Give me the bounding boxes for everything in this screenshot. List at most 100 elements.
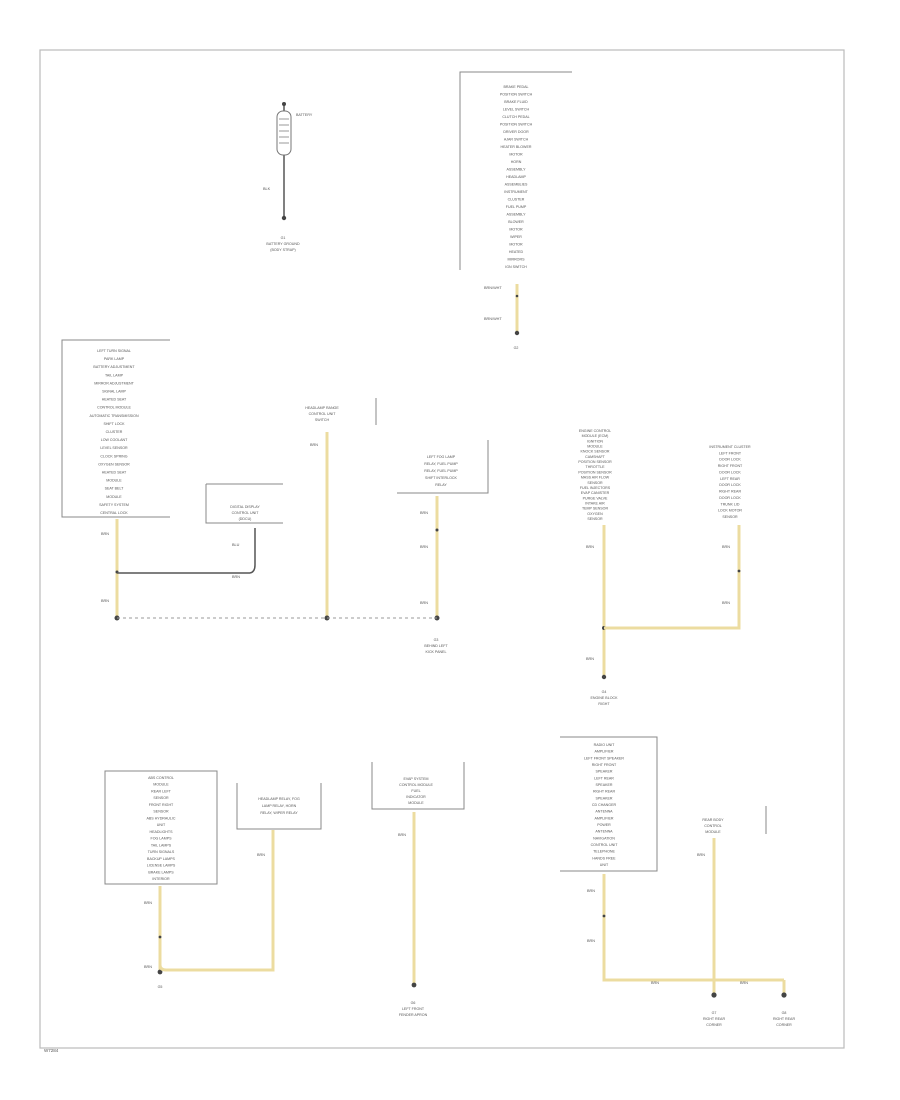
- list-left-line: PARK LAMP: [104, 357, 125, 361]
- list-g2-line: FUEL PUMP: [506, 205, 527, 209]
- list-g2-line: INSTRUMENT: [504, 190, 528, 194]
- list-br-line: SPEAKER: [596, 796, 613, 800]
- ddcu-line-1: DIGITAL DISPLAY: [230, 505, 260, 509]
- g7-detail: CORNER: [706, 1023, 722, 1027]
- list-cluster-line: RIGHT REAR: [719, 490, 742, 494]
- g8-label: G8: [782, 1011, 787, 1015]
- list-cluster-line: DOOR LOCK: [719, 483, 741, 487]
- list-left-line: HEATED SEAT: [102, 398, 127, 402]
- list-bl-line: BACKUP LAMPS: [147, 857, 175, 861]
- list-engine-line: SENSOR: [587, 517, 603, 521]
- evap-wire: BRN: [398, 833, 406, 837]
- relay-line-5: RELAY: [435, 483, 447, 487]
- list-br-line: RIGHT FRONT: [592, 763, 617, 767]
- list-left-line: AUTOMATIC TRANSMISSION: [89, 414, 139, 418]
- list-engine-line: IGNITION: [587, 439, 603, 443]
- list-engine-line: ENGINE CONTROL: [579, 429, 611, 433]
- list-br-line: NAVIGATION: [593, 836, 615, 840]
- list-br-line: ANTENNA: [595, 830, 613, 834]
- list-engine-line: FUEL INJECTORS: [580, 486, 611, 490]
- list-engine-line: CAMSHAFT: [585, 455, 606, 459]
- battery-icon: [276, 110, 292, 156]
- rear-body-connector: REAR BODY CONTROL MODULE BRN: [697, 806, 767, 994]
- list-left-line: SIGNAL LAMP: [102, 390, 126, 394]
- list-bl-line: TAIL LAMPS: [151, 843, 172, 847]
- evap-component-box: EVAP SYSTEM CONTROL MODULE FUEL INDICATO…: [371, 762, 465, 1017]
- radio-wire-2: BRN: [587, 939, 595, 943]
- list-bl-line: LICENSE LAMPS: [147, 864, 176, 868]
- list-g2-line: MOTOR: [509, 228, 523, 232]
- g7-g8-grounds: BRN BRN G7 RIGHT REAR CORNER G8 RIGHT RE…: [651, 980, 795, 1027]
- g1-location: BATTERY GROUND: [266, 242, 300, 246]
- list-left-line: MODULE: [106, 495, 122, 499]
- g3-detail: KICK PANEL: [426, 650, 447, 654]
- list-left-line: CENTRAL LOCK: [100, 511, 128, 515]
- ddcu-line-2: CONTROL UNIT: [232, 511, 260, 515]
- abs-wire-2: BRN: [144, 965, 152, 969]
- list-br-line: AMPLIFIER: [595, 750, 614, 754]
- list-left-line: MIRROR ADJUSTMENT: [94, 381, 134, 385]
- list-bl-line: TURN SIGNALS: [148, 850, 175, 854]
- diagram-frame: [39, 49, 845, 1049]
- list-engine-line: POSITION SENSOR: [578, 460, 612, 464]
- list-cluster-line: DOOR LOCK: [719, 496, 741, 500]
- list-cluster-line: DOOR LOCK: [719, 458, 741, 462]
- headlamp-relay-wire: BRN: [257, 853, 265, 857]
- list-left-line: MODULE: [106, 479, 122, 483]
- rear-body-wire: BRN: [697, 853, 705, 857]
- headlamp-range-line-1: HEADLAMP RANGE: [305, 406, 339, 410]
- list-bl-line: FRONT RIGHT: [149, 803, 174, 807]
- g2-wire-2: BRN/WHT: [484, 317, 502, 321]
- g7-location: RIGHT REAR: [703, 1017, 726, 1021]
- list-left-line: LOW COOLANT: [101, 438, 128, 442]
- g7-label: G7: [712, 1011, 717, 1015]
- evap-line-3: FUEL: [411, 789, 420, 793]
- list-cluster-line: LEFT FRONT: [719, 451, 742, 455]
- list-g2-line: ASSEMBLY: [506, 168, 526, 172]
- list-engine-line: SENSOR: [587, 481, 603, 485]
- list-bl-line: FOG LAMPS: [151, 837, 173, 841]
- list-g2-line: HEATED: [509, 250, 524, 254]
- evap-line-5: MODULE: [408, 801, 424, 805]
- g1-label: G1: [281, 236, 286, 240]
- relay-line-4: SHIFT INTERLOCK: [425, 476, 457, 480]
- list-br-line: HANDS FREE: [592, 856, 616, 860]
- diagram-code: W7284: [44, 1048, 59, 1053]
- list-br-line: LEFT FRONT SPEAKER: [584, 756, 624, 760]
- rear-body-line-1: REAR BODY: [702, 818, 724, 822]
- g3-ground: G3 BEHIND LEFT KICK PANEL: [117, 617, 448, 654]
- list-bl-line: REAR LEFT: [151, 790, 172, 794]
- battery-label: BATTERY: [296, 113, 313, 117]
- abs-box-outline: [104, 770, 218, 885]
- engine-wire: BRN: [586, 545, 594, 549]
- headlamp-range-wire: BRN: [310, 443, 318, 447]
- list-engine-line: PURGE VALVE: [583, 496, 608, 500]
- g5-label: G5: [158, 985, 163, 989]
- list-engine-line: POSITION SENSOR: [578, 470, 612, 474]
- list-g2-line: HEADLAMP: [506, 175, 526, 179]
- list-bl-line: BRAKE LAMPS: [148, 870, 174, 874]
- g8-location: RIGHT REAR: [773, 1017, 796, 1021]
- list-g2-line: CLUSTER: [508, 198, 525, 202]
- list-g2-line: MIRRORS: [508, 258, 526, 262]
- list-engine-line: THROTTLE: [586, 465, 606, 469]
- list-g2-line: IGN SWITCH: [505, 265, 527, 269]
- evap-line-4: INDICATOR: [406, 795, 426, 799]
- list-bl-line: ABS CONTROL: [148, 776, 174, 780]
- list-br-line: RIGHT REAR: [593, 790, 616, 794]
- headlamp-relay-line-3: RELAY, WIPER RELAY: [260, 811, 298, 815]
- list-bl-line: HEADLIGHTS: [150, 830, 174, 834]
- radio-wire-1: BRN: [587, 889, 595, 893]
- list-bl-line: ABS HYDRAULIC: [147, 816, 176, 820]
- list-cluster-line: LEFT REAR: [720, 477, 740, 481]
- ddcu-wire: BLU: [232, 543, 240, 547]
- list-g2-line: AJAR SWITCH: [504, 138, 529, 142]
- relay-line-2: RELAY, FUEL PUMP: [424, 462, 458, 466]
